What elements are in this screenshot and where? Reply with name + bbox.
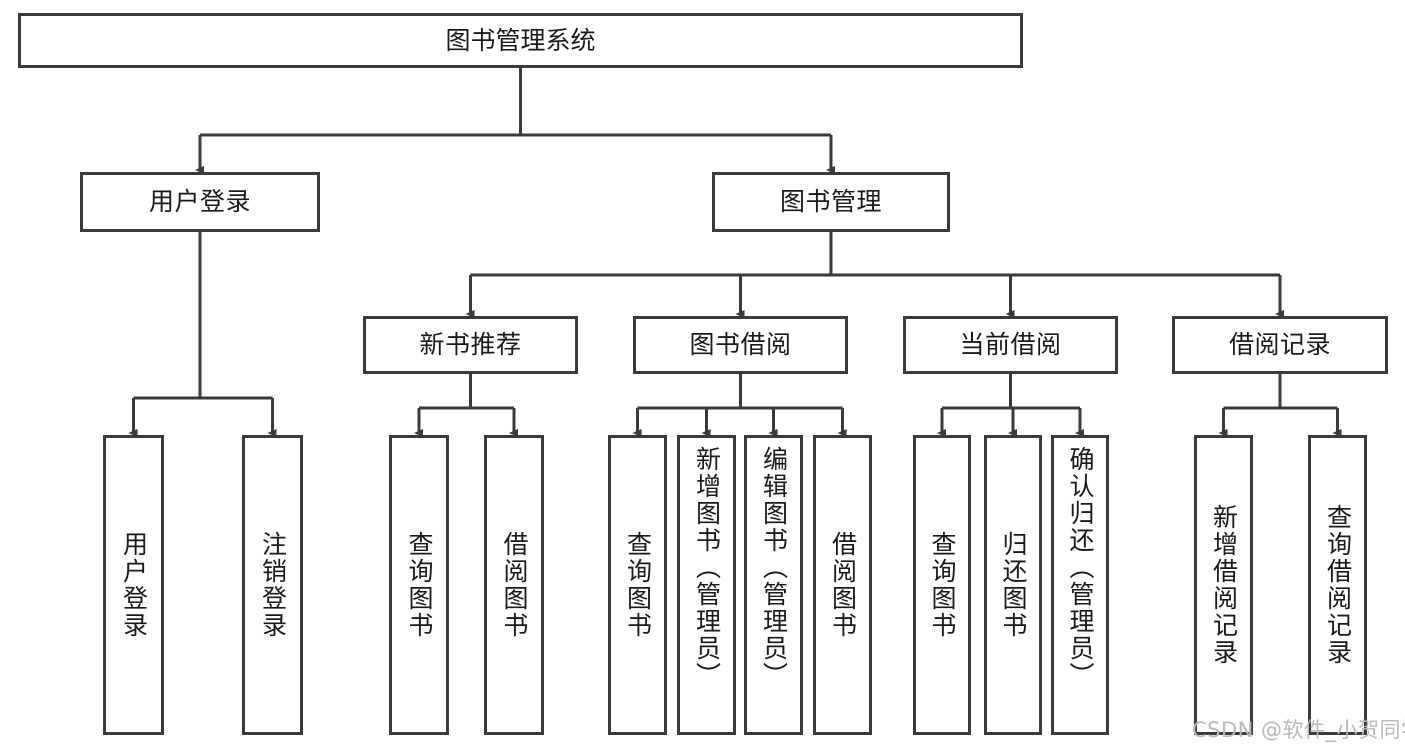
node-user-login[interactable]: 用户登录: [80, 172, 320, 232]
node-label: 图书管理: [779, 187, 882, 217]
node-label: 用户登录: [148, 187, 251, 217]
node-label: 新增图书（管理员）: [692, 446, 722, 689]
node-leaf-add-borrow-record[interactable]: 新增借阅记录: [1194, 435, 1253, 735]
node-leaf-borrow-book-2[interactable]: 借阅图书: [813, 435, 872, 735]
node-leaf-query-book-1[interactable]: 查询图书: [389, 435, 449, 735]
node-leaf-add-book-admin[interactable]: 新增图书（管理员）: [677, 435, 736, 735]
node-label: 注销登录: [258, 531, 288, 639]
node-label: 图书管理系统: [445, 25, 596, 55]
node-leaf-query-book-2[interactable]: 查询图书: [608, 435, 667, 735]
node-leaf-query-borrow-record[interactable]: 查询借阅记录: [1308, 435, 1367, 735]
node-label: 查询图书: [928, 531, 957, 639]
node-leaf-query-book-3[interactable]: 查询图书: [913, 435, 971, 735]
node-label: 用户登录: [119, 531, 149, 639]
node-leaf-edit-book-admin[interactable]: 编辑图书（管理员）: [744, 435, 803, 735]
node-leaf-borrow-book-1[interactable]: 借阅图书: [484, 435, 544, 735]
node-label: 当前借阅: [959, 330, 1062, 360]
node-current-borrow[interactable]: 当前借阅: [903, 316, 1118, 374]
node-label: 借阅图书: [500, 531, 529, 639]
node-book-borrow[interactable]: 图书借阅: [633, 316, 848, 374]
node-label: 编辑图书（管理员）: [759, 446, 789, 689]
node-label: 查询图书: [405, 531, 434, 639]
node-label: 确认归还（管理员）: [1066, 446, 1095, 689]
node-label: 新增借阅记录: [1209, 504, 1239, 666]
node-book-manage[interactable]: 图书管理: [712, 172, 950, 232]
node-root[interactable]: 图书管理系统: [18, 13, 1023, 68]
node-label: 查询图书: [623, 531, 653, 639]
node-label: 查询借阅记录: [1323, 504, 1353, 666]
node-label: 新书推荐: [419, 330, 522, 360]
node-leaf-user-login[interactable]: 用户登录: [103, 435, 164, 735]
node-new-book-recommend[interactable]: 新书推荐: [363, 316, 578, 374]
node-leaf-logout[interactable]: 注销登录: [242, 435, 303, 735]
node-label: 归还图书: [999, 531, 1028, 639]
node-leaf-return-book[interactable]: 归还图书: [984, 435, 1042, 735]
node-borrow-record[interactable]: 借阅记录: [1172, 316, 1388, 374]
node-leaf-confirm-return-admin[interactable]: 确认归还（管理员）: [1051, 435, 1109, 735]
node-label: 借阅图书: [828, 531, 858, 639]
node-label: 借阅记录: [1228, 330, 1331, 360]
node-label: 图书借阅: [689, 330, 792, 360]
watermark-text: CSDN @软件_小贺同学: [1192, 718, 1405, 742]
